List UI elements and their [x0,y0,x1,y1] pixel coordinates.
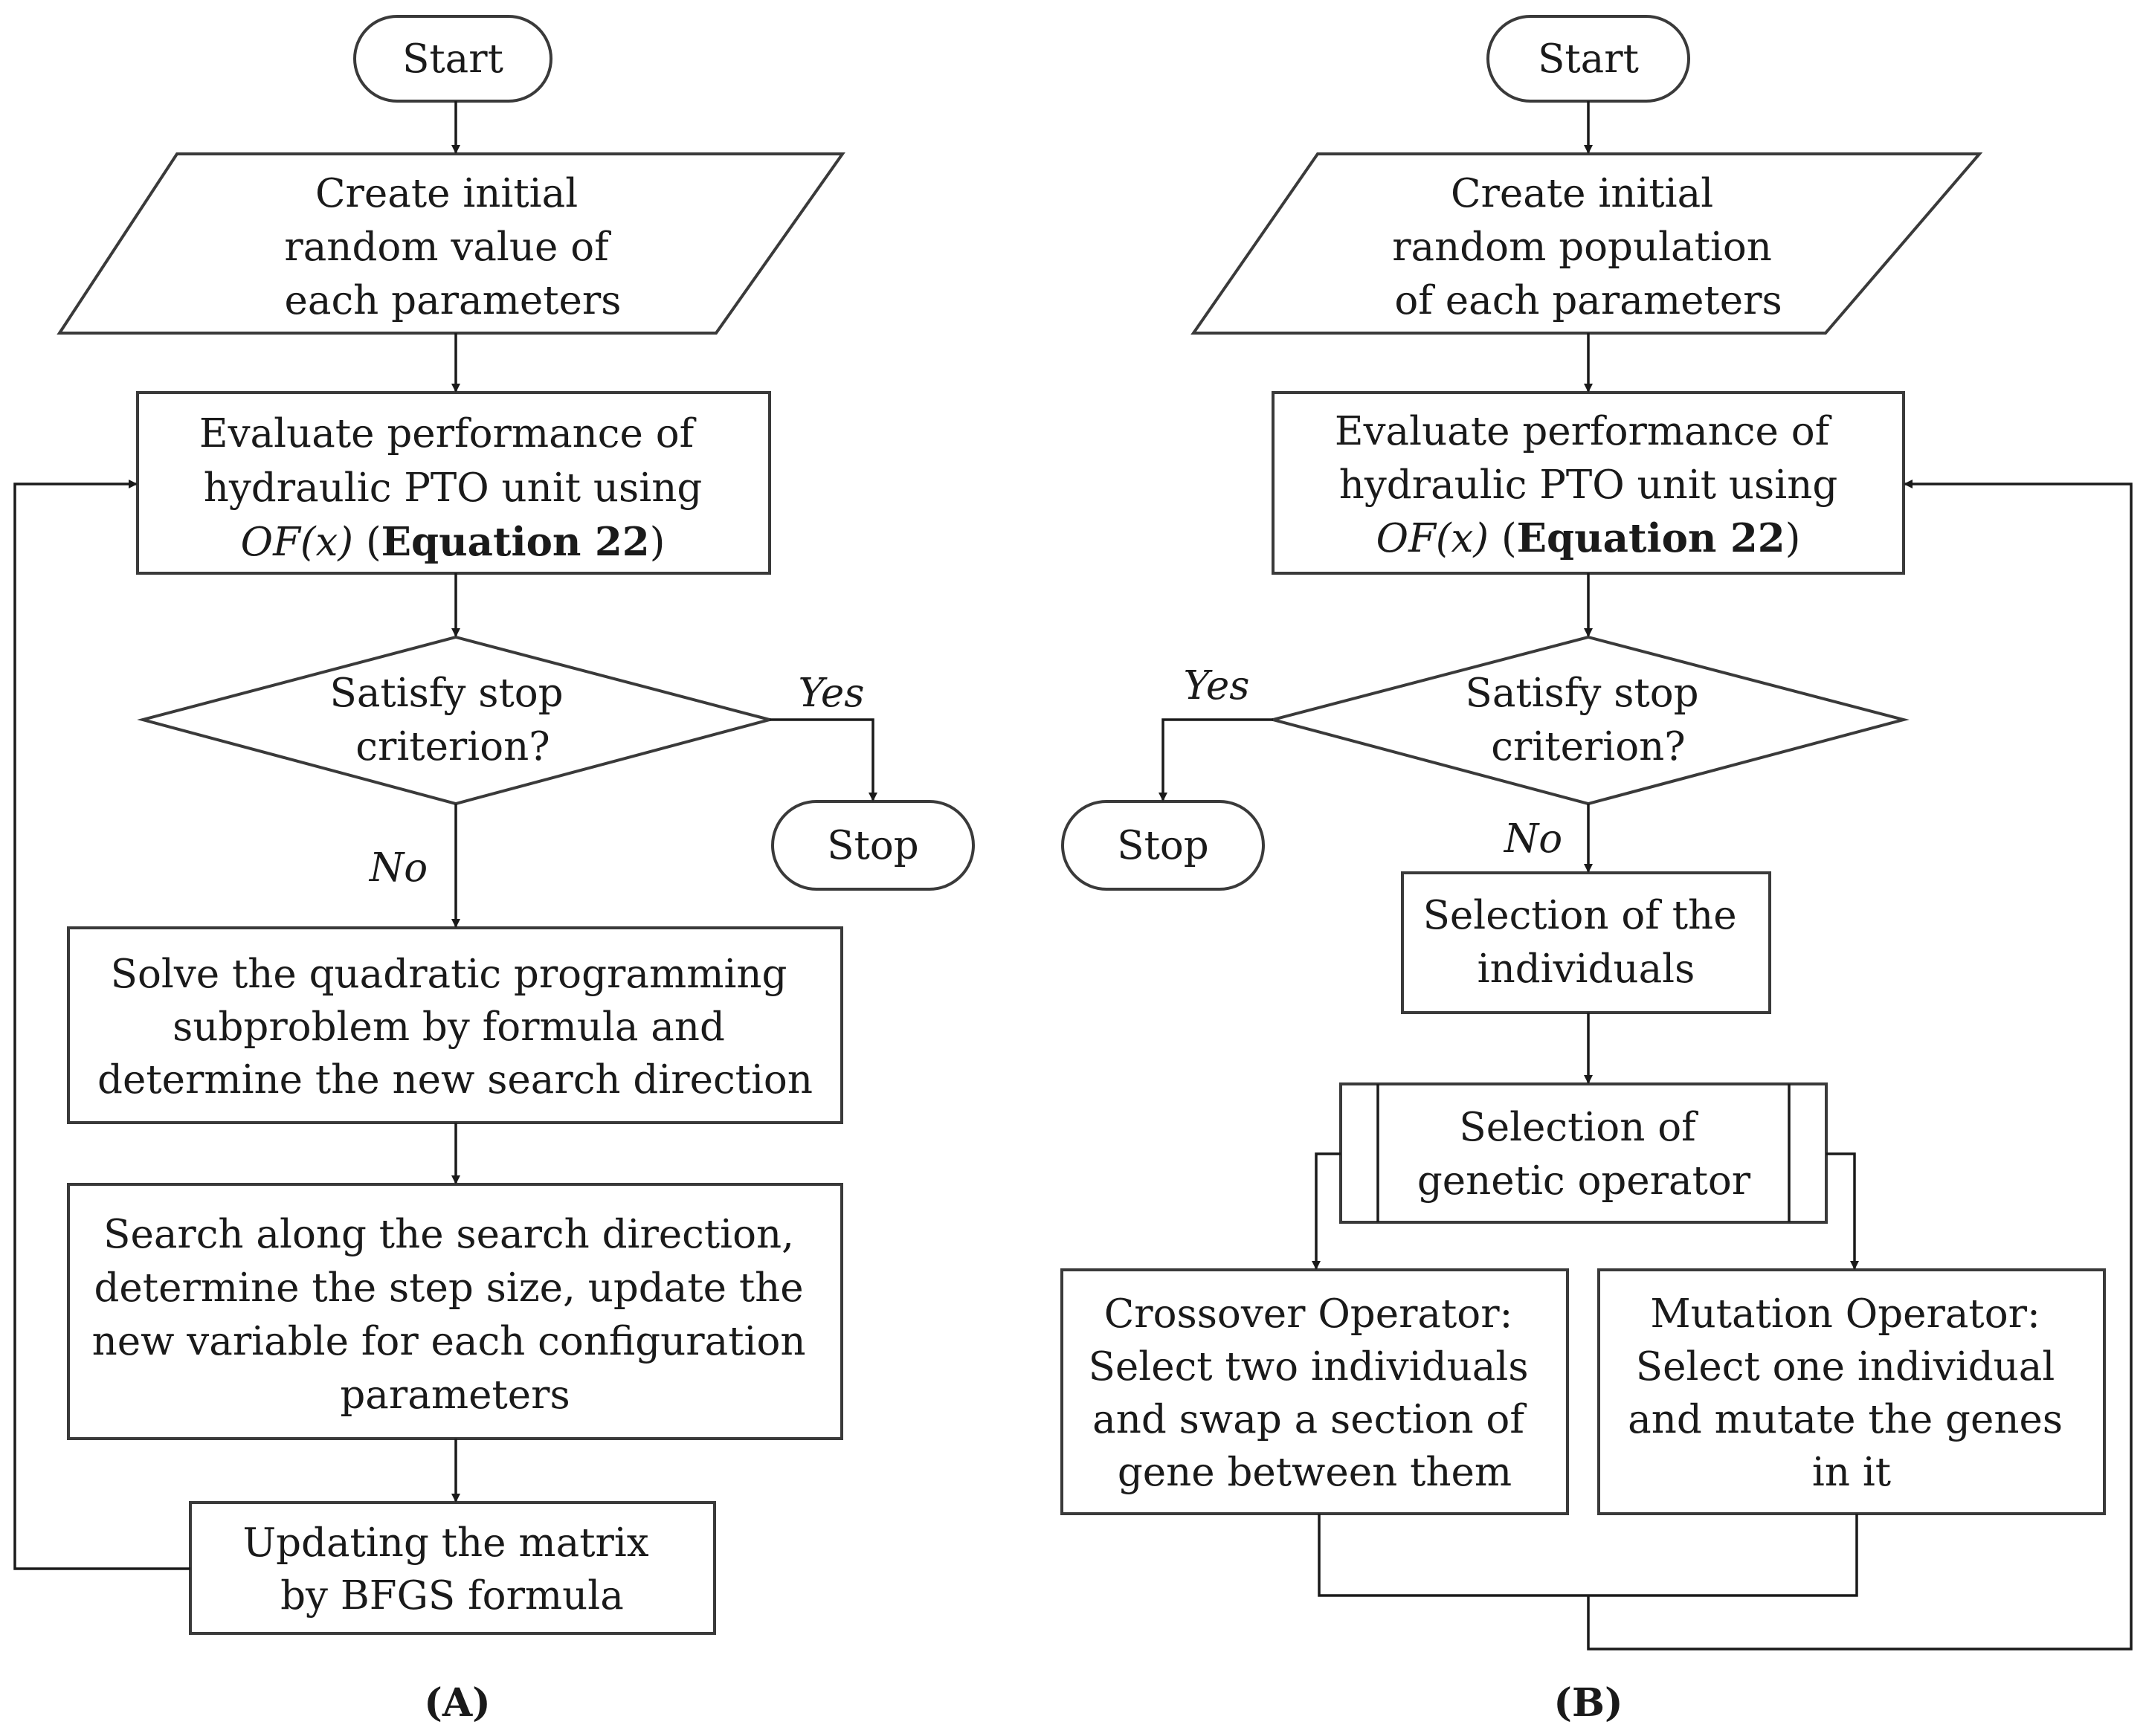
a-caption: (A) [424,1680,491,1726]
b-decision-diamond [1267,635,1910,806]
b-init-parallelogram [1190,152,1983,335]
b-arrow-genetic-crossover [1312,1152,1341,1270]
a-stop-label: Stop [827,823,918,868]
b-crossover-box [1060,1268,1569,1515]
b-caption: (B) [1553,1680,1623,1726]
b-evaluate-box [1272,391,1905,575]
a-search-text: Search along the search direction, deter… [92,1212,819,1418]
a-evaluate-text: Evaluate performance of hydraulic PTO un… [199,411,706,511]
a-start-terminal [353,15,552,103]
a-evaluate-formula: OF(x) (Equation 22) [241,519,666,565]
a-arrow-loop-back [13,480,190,1570]
b-selection-text: Selection of the individuals [1423,893,1750,992]
b-no-label: No [1503,816,1562,862]
a-init-parallelogram [57,152,845,335]
b-mutation-text: Mutation Operator: Select one individual… [1628,1291,2075,1495]
b-genetic-text: Selection of genetic operator [1417,1105,1751,1204]
b-arrow-loop-back [1587,480,2133,1651]
a-arrow-yes-stop [770,718,877,801]
a-qp-box [67,926,843,1124]
panel-a: Start Create initial random value of eac… [13,15,975,1726]
b-init-text: Create initial random population of each… [1392,171,1785,323]
b-start-label: Start [1538,36,1639,82]
b-mutation-box [1597,1268,2106,1515]
a-decision-text: Satisfy stop criterion? [330,671,576,769]
b-yes-label: Yes [1184,663,1250,709]
a-init-text: Create initial random value of each para… [284,171,621,323]
b-genetic-box [1339,1082,1828,1224]
b-arrow-genetic-mutation [1826,1152,1859,1270]
b-merge-line [1318,1514,1858,1597]
a-evaluate-box [136,391,771,575]
a-no-label: No [368,845,428,891]
a-search-box [67,1183,843,1440]
a-bfgs-box [189,1501,716,1635]
b-selection-box [1401,871,1771,1014]
b-decision-text: Satisfy stop criterion? [1466,671,1712,769]
b-stop-terminal [1061,800,1265,891]
a-yes-label: Yes [799,671,865,716]
b-crossover-text: Crossover Operator: Select two individua… [1089,1291,1541,1495]
a-start-label: Start [402,36,503,82]
a-stop-terminal [771,800,975,891]
a-bfgs-text: Updating the matrix by BFGS formula [242,1520,661,1619]
a-qp-text: Solve the quadratic programming subprobl… [97,952,813,1103]
b-evaluate-text: Evaluate performance of hydraulic PTO un… [1335,409,1842,508]
panel-b: Start Create initial random population o… [1060,15,2133,1726]
b-evaluate-formula: OF(x) (Equation 22) [1376,515,1801,561]
b-arrow-yes-stop [1159,718,1273,801]
a-decision-diamond [137,635,776,806]
b-stop-label: Stop [1117,823,1208,868]
